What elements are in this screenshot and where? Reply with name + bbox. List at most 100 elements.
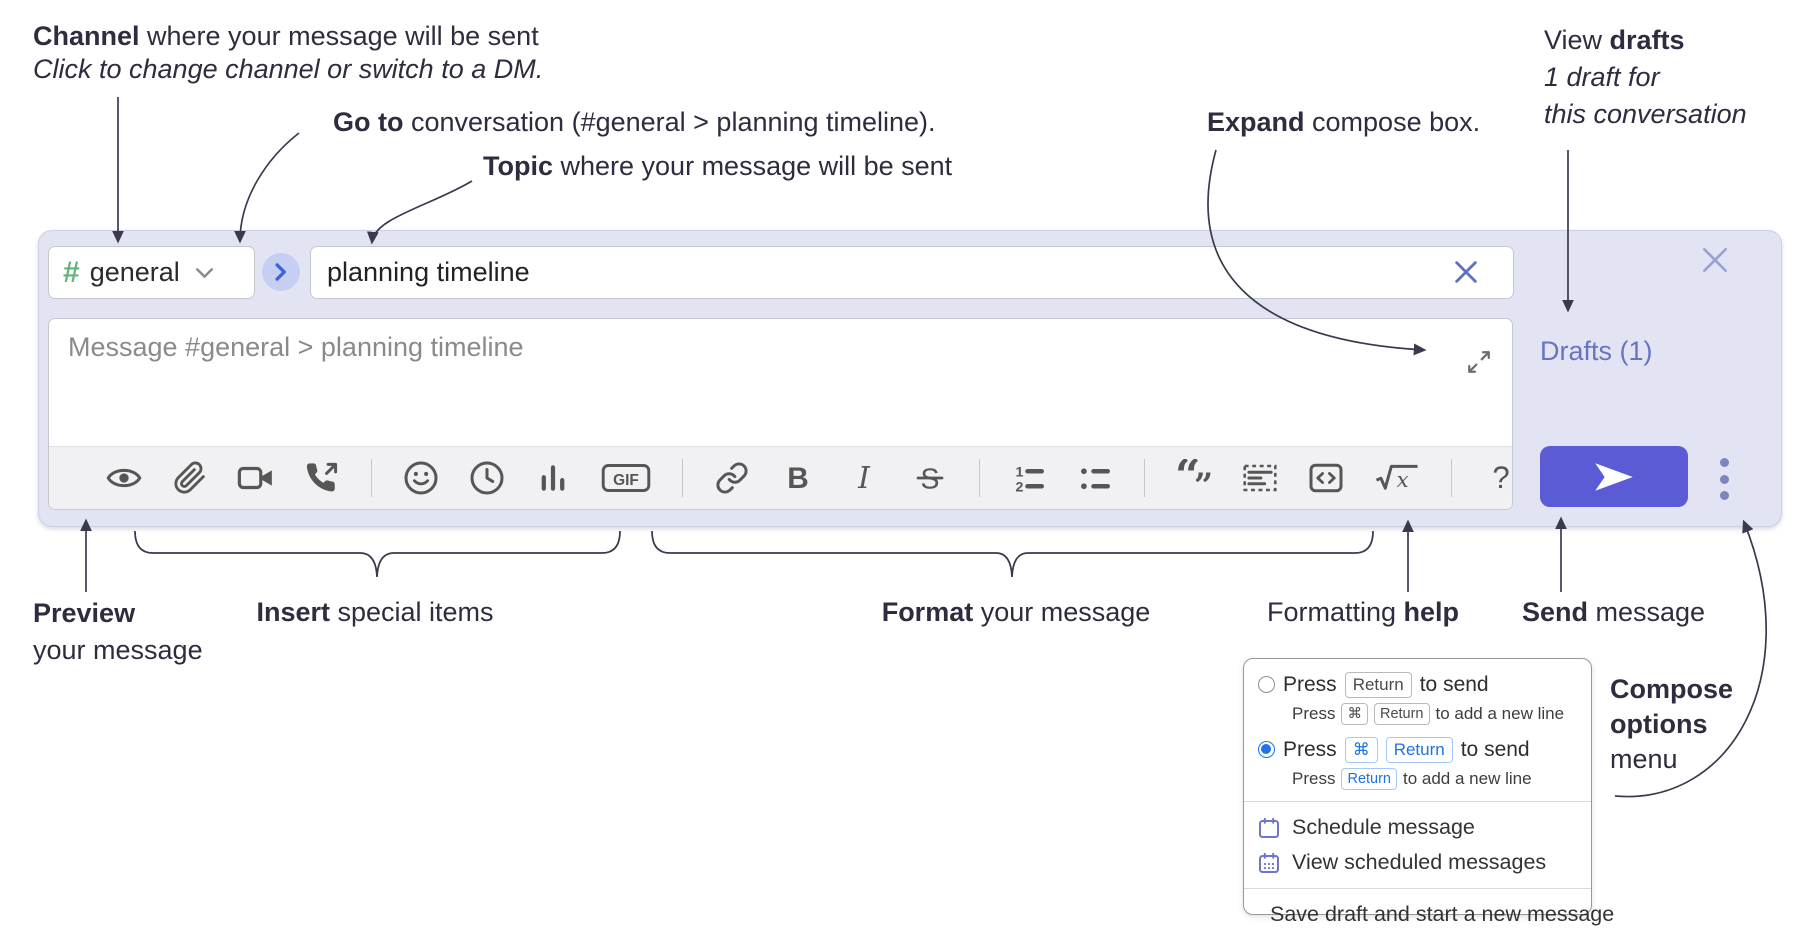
topic-input[interactable]	[311, 247, 1513, 298]
svg-text:“: “	[1175, 459, 1201, 497]
insert-annotation-rest: special items	[329, 597, 494, 627]
drafts-annotation-line2: 1 draft for	[1544, 62, 1660, 92]
chevron-down-icon	[195, 267, 213, 278]
bulleted-list-icon[interactable]	[1076, 459, 1114, 497]
code-icon[interactable]	[1307, 459, 1345, 497]
drafts-link[interactable]: Drafts (1)	[1540, 336, 1653, 366]
topic-annotation-rest: where your message will be sent	[553, 151, 953, 181]
send-annotation: Send message	[1522, 596, 1705, 629]
kbd-return: Return	[1344, 672, 1412, 698]
send-option-return-sub: Press ⌘ Return to add a new line	[1244, 700, 1591, 728]
drafts-annotation-bold: drafts	[1609, 25, 1685, 55]
drafts-annotation-pre: View	[1544, 25, 1610, 55]
format-brace	[651, 530, 1374, 578]
toolbar-divider	[371, 459, 372, 497]
calendar-grid-icon	[1259, 852, 1279, 873]
italic-icon[interactable]: I	[845, 459, 883, 497]
send-annotation-bold: Send	[1522, 597, 1589, 627]
radio-unselected-icon[interactable]	[1258, 676, 1275, 694]
option-subtext: to add a new line	[1403, 769, 1532, 789]
expand-annotation-rest: compose box.	[1304, 107, 1481, 137]
strikethrough-icon[interactable]: S	[911, 459, 949, 497]
close-compose-button[interactable]	[1699, 244, 1731, 276]
go-to-conversation-button[interactable]	[262, 253, 300, 291]
topic-annotation-bold: Topic	[483, 151, 553, 181]
message-compose-area: GIF B I S 12 “” x ?	[48, 318, 1513, 510]
send-button[interactable]	[1540, 446, 1688, 507]
help-annotation: Formatting help	[1267, 596, 1459, 629]
chevron-right-icon	[275, 263, 286, 281]
svg-text:”: ”	[1194, 466, 1213, 497]
channel-name: general	[89, 257, 180, 287]
link-icon[interactable]	[713, 459, 751, 497]
format-annotation-bold: Format	[881, 597, 974, 627]
add-global-time-icon[interactable]	[468, 459, 506, 497]
toolbar-divider	[1451, 459, 1452, 497]
preview-eye-icon[interactable]	[105, 459, 143, 497]
goto-arrow	[234, 132, 300, 244]
popup-divider	[1244, 801, 1591, 803]
help-annotation-bold: help	[1403, 597, 1460, 627]
drafts-annotation: View drafts 1 draft for this conversatio…	[1544, 22, 1747, 133]
toolbar-divider	[1144, 459, 1145, 497]
expand-annotation: Expand compose box.	[1207, 106, 1480, 139]
kbd-return: Return	[1385, 737, 1453, 763]
spoiler-icon[interactable]	[1241, 459, 1279, 497]
message-formatting-help-icon[interactable]: ?	[1482, 459, 1520, 497]
channel-annotation-sub: Click to change channel or switch to a D…	[33, 54, 544, 84]
close-x-icon	[1703, 248, 1727, 272]
menu-item-label: Schedule message	[1292, 815, 1475, 840]
insert-brace	[134, 530, 621, 578]
compose-options-annotation: Compose options menu	[1610, 672, 1733, 777]
compose-options-menu-button[interactable]	[1710, 458, 1738, 500]
compose-options-annotation-l1: Compose	[1610, 674, 1734, 704]
option-text: to send	[1419, 672, 1489, 696]
option-text: Press	[1283, 737, 1337, 761]
video-call-icon[interactable]	[237, 459, 275, 497]
option-subtext: Press	[1292, 769, 1336, 789]
option-text: to send	[1460, 737, 1530, 761]
format-annotation: Format your message	[882, 596, 1151, 629]
poll-icon[interactable]	[534, 459, 572, 497]
svg-text:GIF: GIF	[613, 472, 639, 489]
save-draft-new-message-item[interactable]: Save draft and start a new message	[1244, 897, 1614, 932]
toolbar-divider	[979, 459, 980, 497]
expand-compose-button[interactable]	[1466, 349, 1492, 375]
vertical-ellipsis-icon	[1719, 458, 1729, 467]
toolbar-divider	[682, 459, 683, 497]
calendar-icon	[1259, 817, 1279, 838]
message-input[interactable]	[49, 319, 1512, 447]
math-latex-icon[interactable]: x	[1373, 459, 1421, 497]
preview-annotation-bold: Preview	[33, 598, 136, 628]
svg-text:B: B	[787, 462, 809, 495]
menu-item-label: View scheduled messages	[1292, 850, 1547, 875]
goto-annotation-rest: conversation (#general > planning timeli…	[403, 107, 936, 137]
send-option-cmd-return-sub: Press Return to add a new line	[1244, 765, 1591, 793]
topic-annotation: Topic where your message will be sent	[483, 150, 952, 183]
insert-annotation: Insert special items	[256, 596, 493, 629]
voice-call-icon[interactable]	[303, 459, 341, 497]
drafts-annotation-line3: this conversation	[1544, 99, 1747, 129]
kbd-cmd: ⌘	[1341, 702, 1368, 726]
help-annotation-pre: Formatting	[1267, 597, 1404, 627]
svg-text:?: ?	[1492, 461, 1509, 495]
kbd-cmd: ⌘	[1344, 737, 1378, 763]
send-option-cmd-return[interactable]: Press ⌘ Return to send	[1244, 735, 1591, 765]
radio-selected-icon[interactable]	[1258, 741, 1275, 759]
attach-paperclip-icon[interactable]	[171, 459, 209, 497]
option-text: Press	[1283, 672, 1337, 696]
kbd-return: Return	[1373, 702, 1430, 726]
schedule-message-item[interactable]: Schedule message	[1244, 810, 1591, 845]
view-scheduled-messages-item[interactable]: View scheduled messages	[1244, 845, 1591, 880]
bold-icon[interactable]: B	[779, 459, 817, 497]
expand-diagonal-arrows-icon	[1468, 351, 1490, 373]
send-option-return[interactable]: Press Return to send	[1244, 670, 1591, 700]
gif-icon[interactable]: GIF	[600, 459, 652, 497]
channel-selector[interactable]: # general	[48, 246, 255, 299]
clear-topic-button[interactable]	[1452, 258, 1480, 286]
emoji-icon[interactable]	[402, 459, 440, 497]
quote-icon[interactable]: “”	[1175, 459, 1213, 497]
insert-annotation-bold: Insert	[256, 597, 330, 627]
